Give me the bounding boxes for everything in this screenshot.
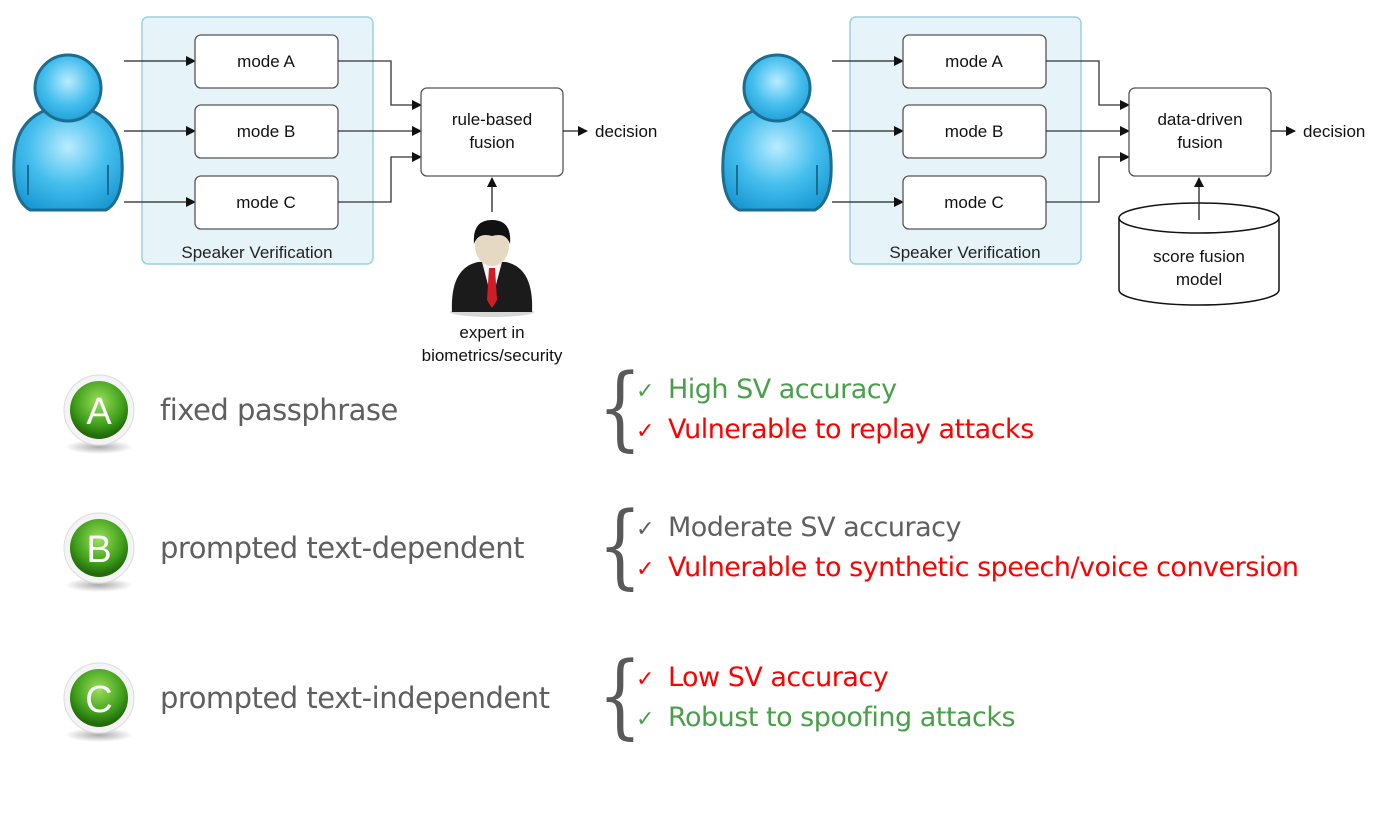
mode-b-box: mode B: [194, 104, 339, 159]
badge-b-icon: B: [63, 512, 135, 592]
sv-panel-label: Speaker Verification: [889, 243, 1040, 262]
property-item: ✓ Low SV accuracy: [636, 662, 889, 693]
mode-b-label: mode B: [237, 122, 296, 141]
property-text: High SV accuracy: [667, 374, 897, 405]
mode-c-box: mode C: [194, 175, 339, 230]
property-item: ✓ Moderate SV accuracy: [636, 512, 961, 543]
right-diagram: Speaker Verification mode A mode B mode …: [721, 16, 1365, 306]
check-icon: ✓: [636, 557, 654, 582]
property-item: ✓ Vulnerable to synthetic speech/voice co…: [636, 552, 1299, 583]
connector: [338, 152, 422, 203]
row-label: fixed passphrase: [160, 393, 398, 427]
property-text: Vulnerable to replay attacks: [667, 414, 1034, 445]
user-icon: [12, 53, 124, 212]
row-label: prompted text-independent: [160, 681, 550, 715]
mode-a-label: mode A: [237, 52, 295, 71]
fusion-label-line1: data-driven: [1157, 110, 1242, 129]
fusion-diagrams: Speaker Verification mode A mode B mode …: [12, 16, 1365, 365]
badge-c-icon: C: [63, 662, 135, 742]
property-item: ✓ Vulnerable to replay attacks: [636, 414, 1034, 445]
expert-label-line1: expert in: [459, 323, 524, 342]
property-text: Moderate SV accuracy: [667, 512, 962, 543]
check-icon: ✓: [636, 667, 654, 692]
left-diagram: Speaker Verification mode A mode B mode …: [12, 16, 657, 365]
mode-a-box: mode A: [902, 34, 1047, 89]
property-text: Vulnerable to synthetic speech/voice con…: [667, 552, 1299, 583]
model-label-line2: model: [1176, 270, 1222, 289]
property-item: ✓ High SV accuracy: [636, 374, 897, 405]
fusion-label-line2: fusion: [1177, 133, 1222, 152]
badge-letter: B: [86, 529, 111, 571]
model-label-line1: score fusion: [1153, 247, 1245, 266]
brace: {: [598, 492, 642, 599]
badge-letter: A: [86, 391, 112, 433]
fusion-label-line1: rule-based: [452, 110, 532, 129]
mode-a-label: mode A: [945, 52, 1003, 71]
property-item: ✓ Robust to spoofing attacks: [636, 702, 1016, 733]
fusion-label-line2: fusion: [469, 133, 514, 152]
rule-based-fusion-box: rule-based fusion: [420, 87, 564, 177]
mode-a-box: mode A: [194, 34, 339, 89]
brace: {: [598, 642, 642, 749]
data-driven-fusion-box: data-driven fusion: [1128, 87, 1272, 177]
connector: [338, 60, 422, 110]
decision-label: decision: [1303, 122, 1365, 141]
row-label: prompted text-dependent: [160, 531, 525, 565]
sv-panel-label: Speaker Verification: [181, 243, 332, 262]
connector: [1046, 60, 1130, 110]
badge-letter: C: [85, 679, 112, 721]
check-icon: ✓: [636, 707, 654, 732]
property-text: Robust to spoofing attacks: [667, 702, 1016, 733]
businessman-icon: [450, 220, 534, 317]
mode-b-box: mode B: [902, 104, 1047, 159]
brace: {: [598, 354, 642, 461]
user-icon: [721, 53, 833, 212]
badge-a-icon: A: [63, 374, 135, 454]
check-icon: ✓: [636, 419, 654, 444]
mode-c-box: mode C: [902, 175, 1047, 230]
decision-label: decision: [595, 122, 657, 141]
check-icon: ✓: [636, 517, 654, 542]
mode-c-label: mode C: [944, 193, 1004, 212]
expert-label-line2: biometrics/security: [422, 346, 563, 365]
connector: [1046, 152, 1130, 203]
property-text: Low SV accuracy: [667, 662, 889, 693]
check-icon: ✓: [636, 379, 654, 404]
mode-c-label: mode C: [236, 193, 296, 212]
mode-b-label: mode B: [945, 122, 1004, 141]
